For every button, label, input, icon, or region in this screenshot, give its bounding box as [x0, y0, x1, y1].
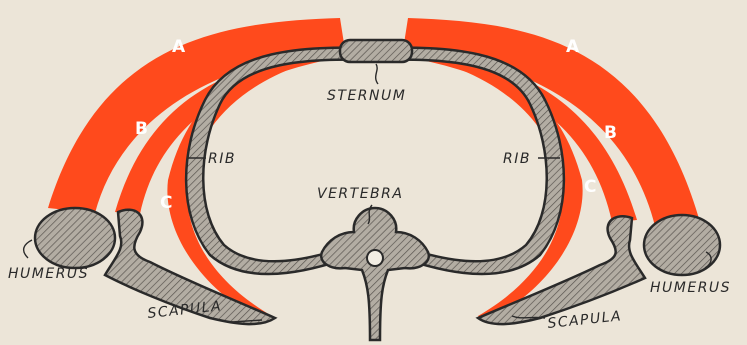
- muscle-label-b-left: B: [135, 119, 148, 139]
- vertebral-foramen: [367, 250, 383, 266]
- leader-sternum: [376, 64, 378, 84]
- muscle-label-a-left: A: [172, 37, 186, 57]
- muscle-label-c-right: C: [584, 177, 596, 197]
- rib-label-left: RIB: [208, 151, 236, 167]
- humerus-label-left: HUMERUS: [8, 266, 89, 282]
- leader-humerus-left: [24, 240, 32, 258]
- sternum-label: STERNUM: [327, 88, 406, 104]
- rib-label-right: RIB: [503, 151, 531, 167]
- muscle-label-c-left: C: [160, 193, 172, 213]
- humerus-left-bone: [35, 208, 115, 268]
- muscle-label-a-right: A: [566, 37, 580, 57]
- vertebra-bone: [321, 208, 429, 340]
- humerus-label-right: HUMERUS: [650, 280, 731, 296]
- muscle-label-b-right: B: [604, 123, 617, 143]
- vertebra-label: VERTEBRA: [317, 186, 403, 202]
- sternum-bone: [340, 40, 412, 62]
